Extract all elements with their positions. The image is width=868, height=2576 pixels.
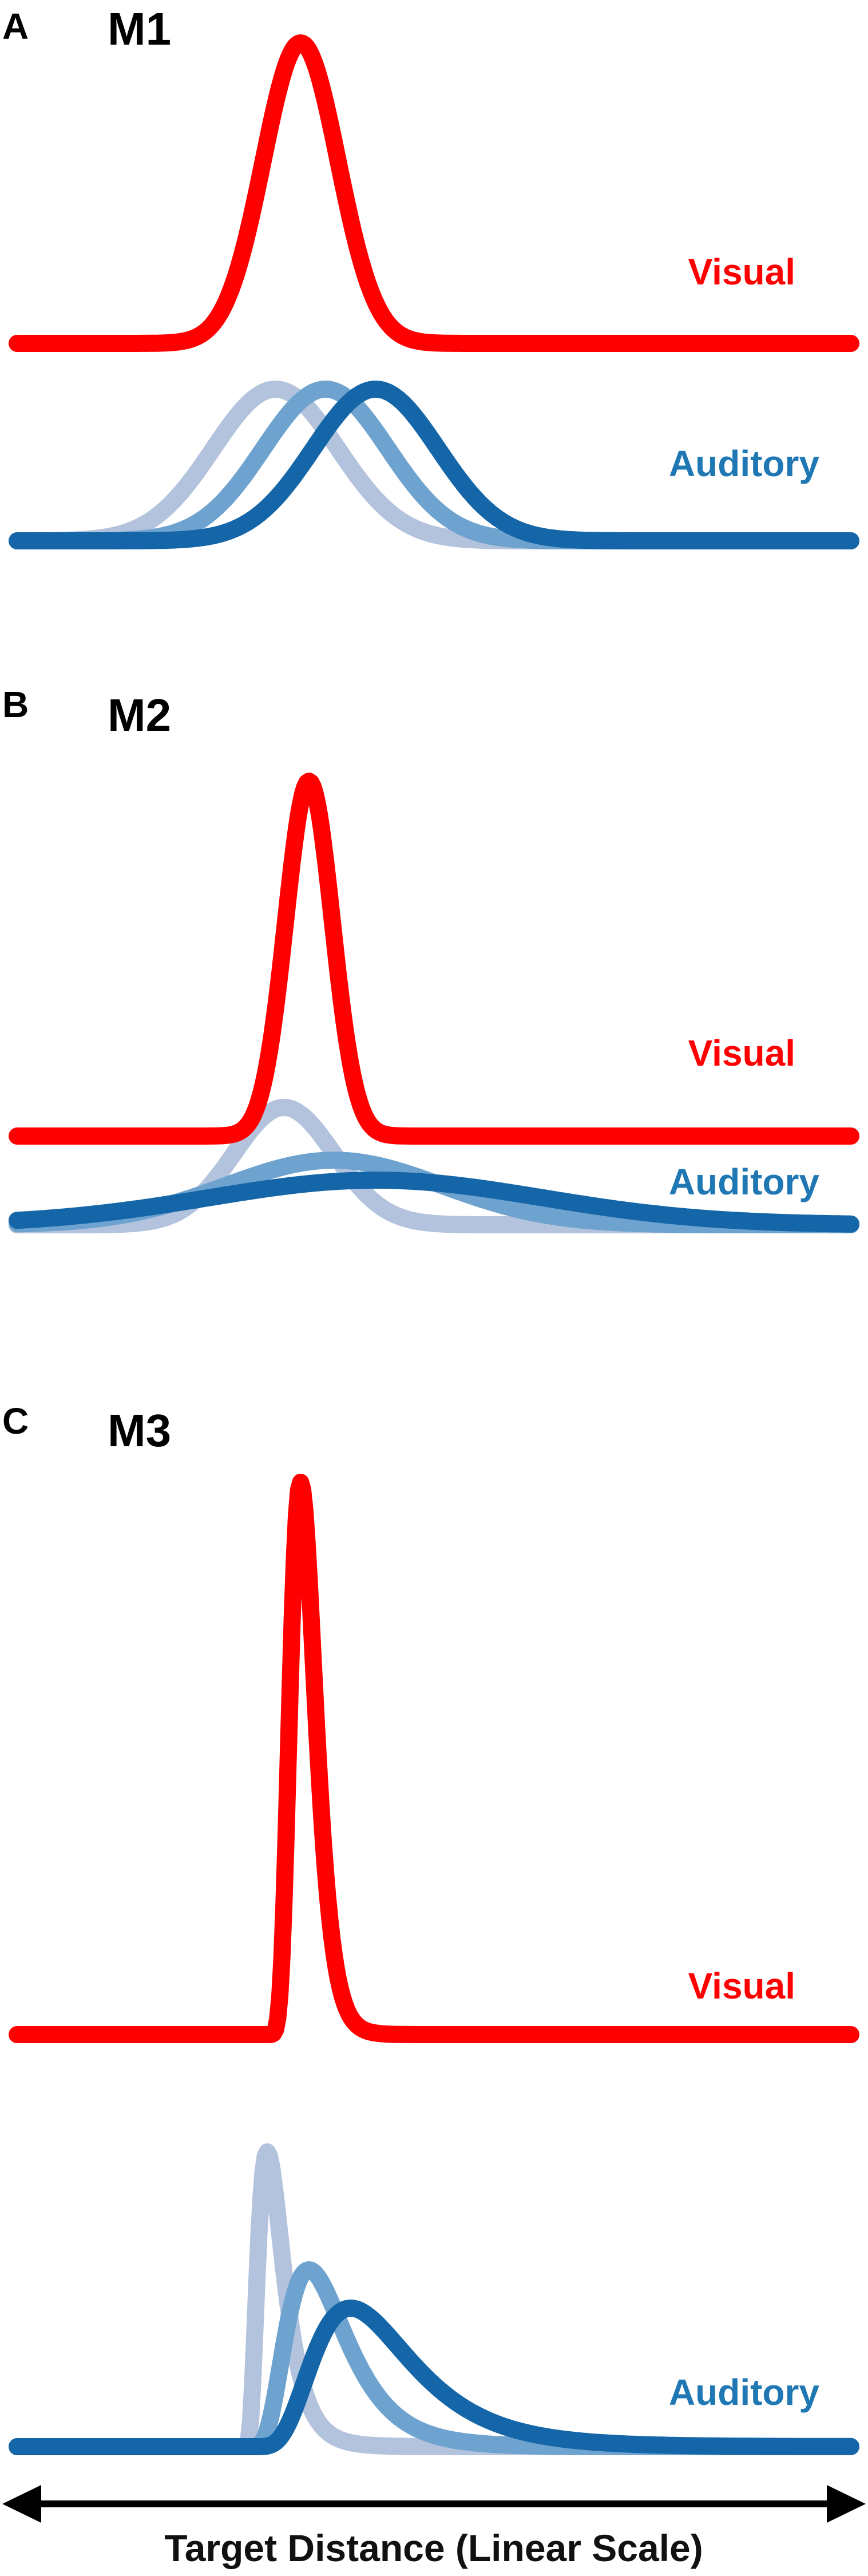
panel-c-letter: C <box>2 1400 29 1442</box>
panel-b-auditory-curve-dark <box>9 1172 859 1233</box>
panel-c-auditory-label: Auditory <box>669 2372 820 2413</box>
panel-b-visual-curve <box>9 773 859 1145</box>
axis-arrow-right-icon <box>827 2485 866 2523</box>
panel-c-visual-label: Visual <box>688 1965 795 2007</box>
panel-a: A M1 Visual Auditory <box>2 3 859 549</box>
panel-c-auditory-curve-mid <box>9 2261 859 2455</box>
panel-b-letter: B <box>2 684 29 725</box>
panel-c: C M3 Visual Auditory <box>2 1400 859 2455</box>
panel-a-visual-curve <box>9 34 859 352</box>
panel-b-model-name: M2 <box>108 690 171 741</box>
panel-b: B M2 Visual Auditory <box>2 684 859 1233</box>
panel-c-auditory-curve-dark <box>9 2299 859 2455</box>
panel-b-auditory-label: Auditory <box>669 1161 820 1202</box>
distance-axis: Target Distance (Linear Scale) <box>2 2485 866 2569</box>
panel-b-visual-label: Visual <box>688 1032 795 1074</box>
panel-c-visual-curve <box>9 1474 859 2043</box>
panel-a-auditory-label: Auditory <box>669 443 820 484</box>
panel-a-auditory-curve-dark <box>9 381 859 549</box>
panel-a-model-name: M1 <box>108 3 171 54</box>
distance-axis-label: Target Distance (Linear Scale) <box>164 2527 703 2569</box>
panel-a-visual-label: Visual <box>688 251 795 292</box>
panel-c-model-name: M3 <box>108 1405 171 1456</box>
panel-a-letter: A <box>2 6 29 47</box>
axis-arrow-left-icon <box>2 2485 41 2523</box>
